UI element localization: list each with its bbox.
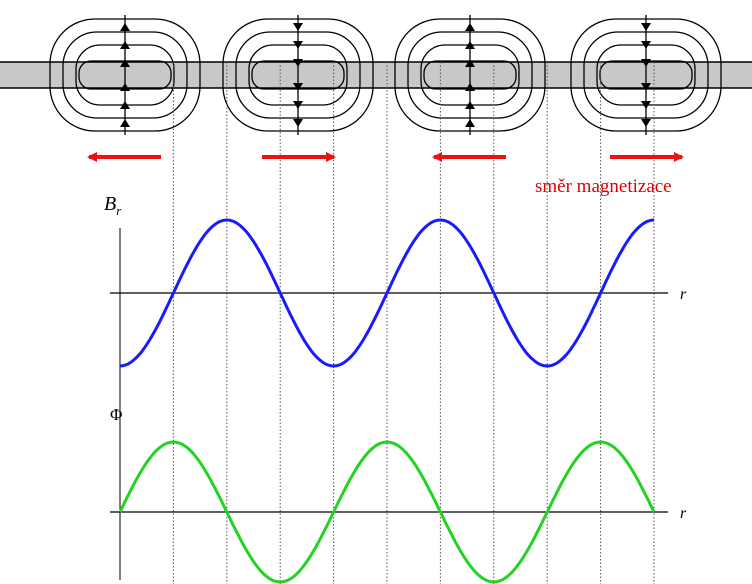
- br-curve: [119, 218, 655, 368]
- phi-axis-label: Φ: [110, 405, 122, 424]
- magnet-domains: [49, 15, 722, 135]
- magnet-domain: [394, 15, 546, 135]
- magnet-domain: [222, 15, 374, 135]
- phi-x-axis-label: r: [680, 505, 687, 522]
- br-x-axis-label: r: [680, 286, 687, 303]
- magnet-domain: [570, 15, 722, 135]
- material-band: [0, 61, 752, 89]
- guide-lines: [172, 62, 655, 584]
- phi-curve: [118, 440, 656, 584]
- br-axis-label: Br: [104, 193, 122, 218]
- br-chart: Br r: [104, 193, 687, 580]
- magnet-domain: [49, 15, 201, 135]
- phi-chart: Φ r: [110, 405, 687, 584]
- magnetization-label: směr magnetizace: [535, 176, 672, 197]
